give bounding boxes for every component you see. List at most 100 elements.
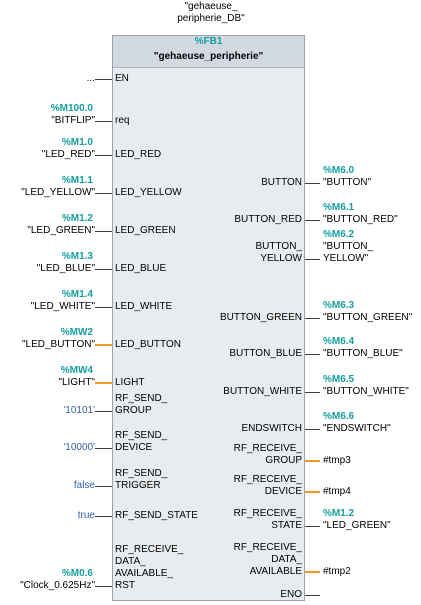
output-tag-rf-receive-state[interactable]: "LED_GREEN" [323, 520, 391, 531]
pin-led-green: LED_GREEN [115, 225, 176, 236]
output-address-button-blue: %M6.4 [323, 336, 355, 347]
output-tag-button-yellow-line1[interactable]: "BUTTON_ [323, 241, 374, 252]
pin-rf-receive-data-available-line3: AVAILABLE [249, 566, 302, 577]
input-address-light: %MW4 [60, 365, 93, 376]
pin-led-blue: LED_BLUE [115, 263, 167, 274]
pin-led-white: LED_WHITE [115, 301, 173, 312]
pin-rf-receive-data-available-rst-line2: DATA_ [115, 556, 146, 567]
input-tag-en[interactable]: ... [86, 73, 95, 84]
input-tag-led-white[interactable]: "LED_WHITE" [30, 301, 95, 312]
pin-led-button: LED_BUTTON [115, 339, 181, 350]
input-wire-rf-send-group [95, 411, 112, 412]
pin-endswitch: ENDSWITCH [241, 423, 302, 434]
input-wire-led-yellow [95, 193, 112, 194]
pin-rf-receive-data-available-line1: RF_RECEIVE_ [233, 542, 302, 553]
input-tag-rf-send-group[interactable]: '10101' [63, 405, 95, 416]
input-address-req: %M100.0 [50, 103, 93, 114]
output-tag-button-red[interactable]: "BUTTON_RED" [323, 214, 398, 225]
block-name[interactable]: "gehaeuse_peripherie" [153, 51, 264, 62]
function-block[interactable]: %FB1 "gehaeuse_peripherie" [112, 35, 305, 601]
pin-rf-receive-state-line1: RF_RECEIVE_ [233, 508, 302, 519]
input-address-led-blue: %M1.3 [61, 251, 93, 262]
pin-rf-receive-data-available-line2: DATA_ [271, 554, 302, 565]
input-tag-rf-send-device[interactable]: '10000' [63, 442, 95, 453]
output-address-button-yellow: %M6.2 [323, 229, 355, 240]
output-tag-rf-receive-device[interactable]: #tmp4 [323, 486, 351, 497]
input-wire-led-blue [95, 269, 112, 270]
input-wire-rf-send-trigger [95, 486, 112, 487]
output-wire-rf-receive-device [305, 491, 320, 493]
output-tag-rf-receive-group[interactable]: #tmp3 [323, 455, 351, 466]
pin-button-yellow-line1: BUTTON_ [255, 241, 303, 252]
output-tag-rf-receive-data-available[interactable]: #tmp2 [323, 566, 351, 577]
pin-rf-receive-data-available-rst-line4: RST [115, 580, 135, 591]
output-wire-button-red [305, 220, 320, 221]
pin-button-yellow-line2: YELLOW [260, 253, 302, 264]
pin-button-red: BUTTON_RED [234, 214, 302, 225]
input-wire-rf-send-device [95, 448, 112, 449]
output-tag-button-green[interactable]: "BUTTON_GREEN" [323, 312, 413, 323]
instance-db-name: "gehaeuse_ [184, 1, 238, 12]
pin-rf-receive-device-line1: RF_RECEIVE_ [233, 474, 302, 485]
input-tag-light[interactable]: "LIGHT" [58, 377, 95, 388]
output-tag-button-white[interactable]: "BUTTON_WHITE" [323, 386, 409, 397]
output-address-rf-receive-state: %M1.2 [323, 508, 355, 519]
output-wire-rf-receive-state [305, 526, 320, 527]
output-address-button: %M6.0 [323, 165, 355, 176]
input-tag-req[interactable]: "BITFLIP" [51, 115, 95, 126]
input-tag-led-red[interactable]: "LED_RED" [41, 149, 95, 160]
pin-rf-send-device-line2: DEVICE [115, 442, 153, 453]
output-wire-rf-receive-data-available [305, 571, 320, 573]
pin-rf-send-group-line1: RF_SEND_ [115, 393, 168, 404]
output-wire-button [305, 183, 320, 184]
pin-rf-receive-group-line1: RF_RECEIVE_ [233, 443, 302, 454]
input-address-led-green: %M1.2 [61, 213, 93, 224]
pin-rf-send-state: RF_SEND_STATE [115, 510, 198, 521]
pin-button-green: BUTTON_GREEN [219, 312, 302, 323]
output-wire-button-green [305, 318, 320, 319]
input-wire-rf-receive-data-available-rst [95, 586, 112, 587]
input-tag-led-green[interactable]: "LED_GREEN" [27, 225, 95, 236]
output-tag-endswitch[interactable]: "ENDSWITCH" [323, 423, 391, 434]
input-tag-rf-send-state[interactable]: true [77, 510, 95, 521]
pin-req: req [115, 115, 130, 126]
output-address-button-green: %M6.3 [323, 300, 355, 311]
output-wire-endswitch [305, 429, 320, 430]
output-wire-eno [305, 595, 320, 596]
pin-led-red: LED_RED [115, 149, 162, 160]
pin-eno: ENO [280, 589, 302, 600]
input-wire-req [95, 121, 112, 122]
block-number: %FB1 [194, 36, 223, 47]
pin-button-blue: BUTTON_BLUE [229, 348, 302, 359]
pin-rf-receive-data-available-rst-line1: RF_RECEIVE_ [115, 544, 184, 555]
input-address-led-white: %M1.4 [61, 289, 93, 300]
pin-rf-send-group-line2: GROUP [115, 405, 152, 416]
input-wire-led-red [95, 155, 112, 156]
input-wire-led-button [95, 344, 112, 346]
input-address-led-yellow: %M1.1 [61, 175, 93, 186]
input-tag-rf-send-trigger[interactable]: false [73, 480, 95, 491]
output-address-endswitch: %M6.6 [323, 411, 355, 422]
input-address-rf-receive-data-available-rst: %M0.6 [61, 568, 93, 579]
pin-rf-send-trigger-line1: RF_SEND_ [115, 468, 168, 479]
output-tag-button-blue[interactable]: "BUTTON_BLUE" [323, 348, 403, 359]
output-wire-rf-receive-group [305, 460, 320, 462]
output-wire-button-yellow [305, 259, 320, 260]
output-tag-button[interactable]: "BUTTON" [323, 177, 372, 188]
input-wire-en [95, 79, 112, 80]
block-header: %FB1 "gehaeuse_peripherie" [113, 36, 304, 68]
input-tag-led-button[interactable]: "LED_BUTTON" [21, 339, 95, 350]
pin-rf-receive-state-line2: STATE [271, 520, 302, 531]
output-tag-button-yellow-line2[interactable]: YELLOW" [323, 253, 369, 264]
pin-en: EN [115, 73, 129, 84]
pin-rf-receive-group-line2: GROUP [265, 455, 302, 466]
pin-led-yellow: LED_YELLOW [115, 187, 182, 198]
input-tag-led-yellow[interactable]: "LED_YELLOW" [21, 187, 95, 198]
instance-db-name-cont: peripherie_DB" [177, 13, 245, 24]
input-tag-rf-receive-data-available-rst[interactable]: "Clock_0.625Hz" [20, 580, 95, 591]
output-wire-button-white [305, 392, 320, 393]
pin-light: LIGHT [115, 377, 145, 388]
output-address-button-white: %M6.5 [323, 374, 355, 385]
pin-rf-receive-data-available-rst-line3: AVAILABLE_ [115, 568, 173, 579]
input-tag-led-blue[interactable]: "LED_BLUE" [36, 263, 95, 274]
